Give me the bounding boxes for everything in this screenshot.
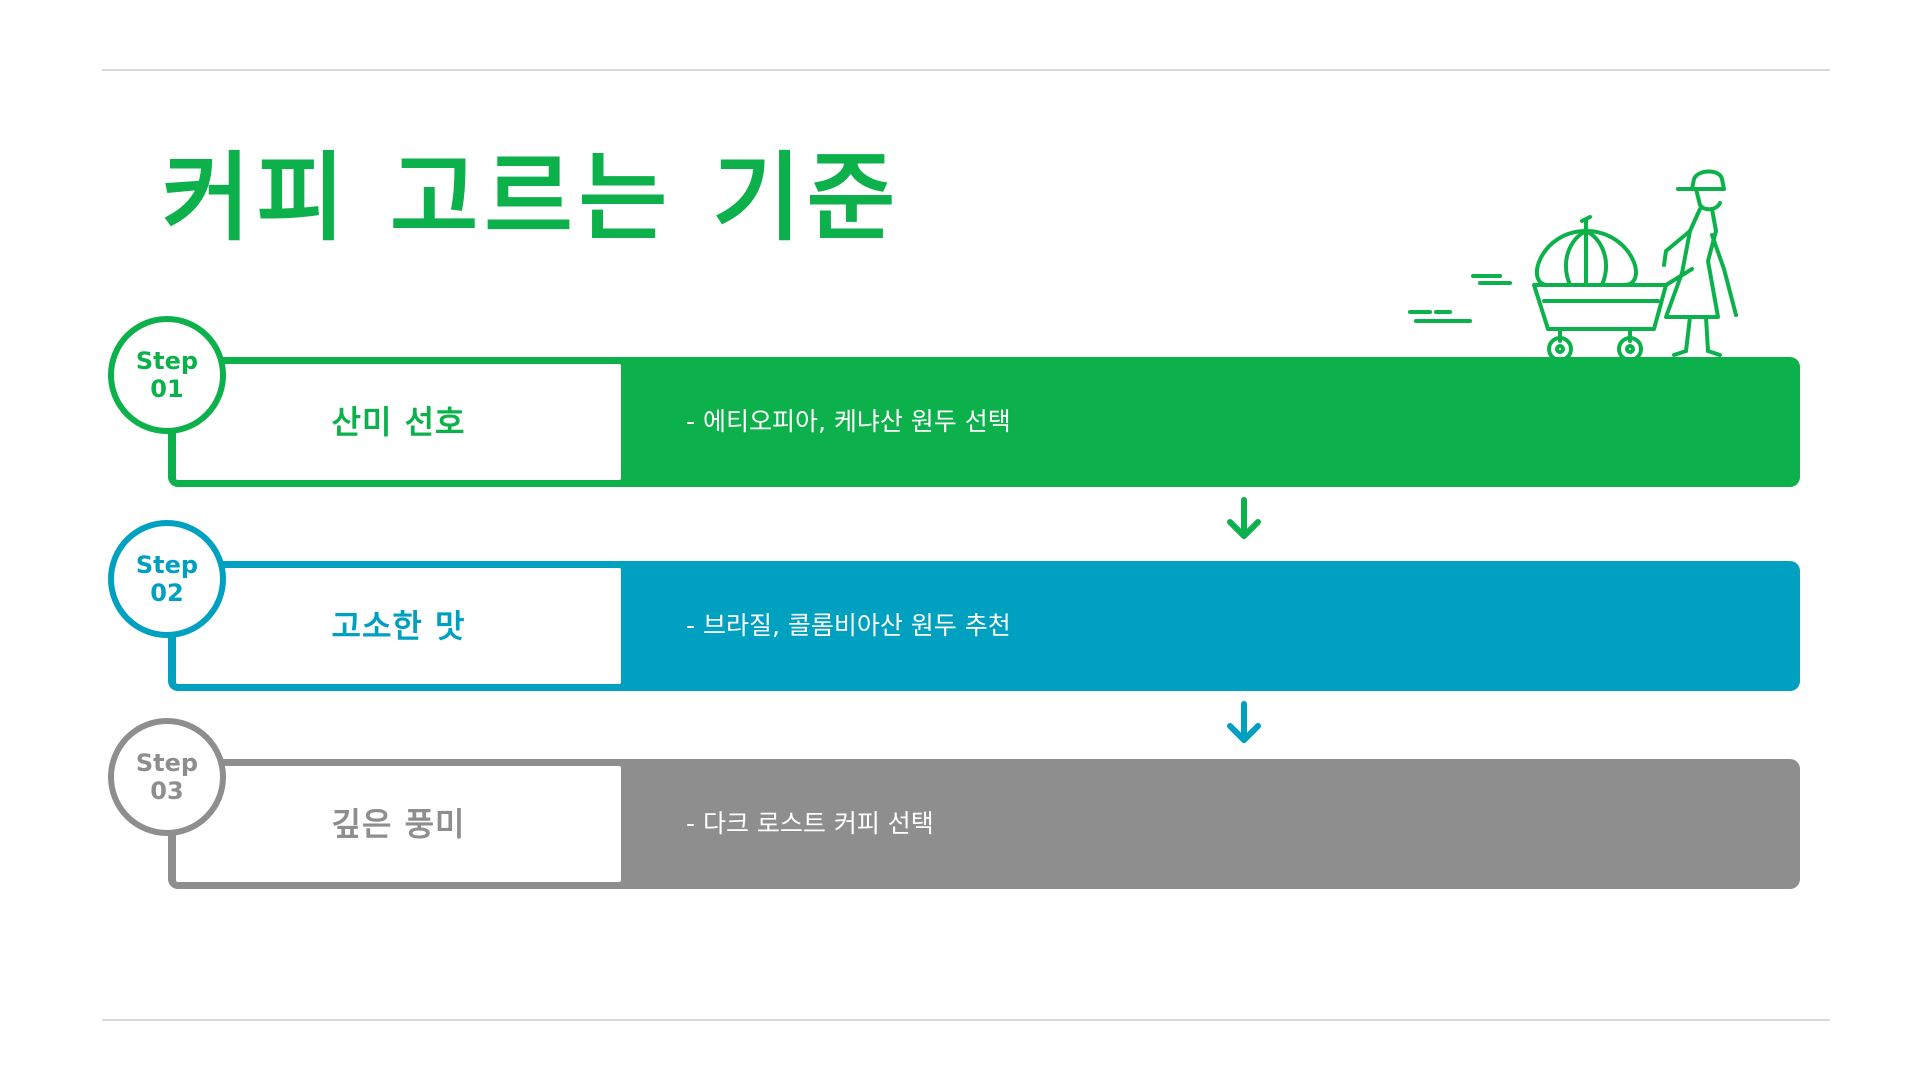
step-label-box (176, 364, 621, 480)
step-description: - 에티오피아, 케냐산 원두 선택 (686, 407, 1011, 436)
step-badge-text: Step 03 (108, 718, 226, 836)
step-badge-text: Step 02 (108, 520, 226, 638)
arrow-down-icon (1227, 701, 1261, 743)
step-number: 02 (150, 579, 184, 607)
step-badge-gap (162, 578, 176, 594)
step-row-1: 산미 선호 - 에티오피아, 케냐산 원두 선택 Step 01 (104, 310, 1800, 487)
step-badge (108, 718, 226, 836)
step-row-2: 고소한 맛 - 브라질, 콜롬비아산 원두 추천 Step 02 (104, 514, 1800, 691)
step-row-3: 깊은 풍미 - 다크 로스트 커피 선택 Step 03 (104, 712, 1800, 889)
bottom-divider (102, 1019, 1830, 1021)
step-label: 산미 선호 (331, 403, 466, 441)
farmer-pushing-pumpkin-cart-icon (1408, 169, 1738, 362)
step-label: 고소한 맛 (331, 607, 466, 645)
step-number: 01 (150, 375, 184, 403)
step-description: - 다크 로스트 커피 선택 (686, 809, 934, 838)
step-word: Step (135, 749, 199, 777)
top-divider (102, 69, 1830, 71)
step-word: Step (135, 347, 199, 375)
step-description: - 브라질, 콜롬비아산 원두 추천 (686, 611, 1011, 640)
step-word: Step (135, 551, 199, 579)
arrow-down-icon (1227, 497, 1261, 539)
page-title: 커피 고르는 기준 (162, 142, 902, 254)
step-label: 깊은 풍미 (331, 805, 466, 843)
step-label-box (176, 568, 621, 684)
step-label-box (176, 766, 621, 882)
step-badge-gap (162, 374, 176, 390)
step-number: 03 (150, 777, 184, 805)
step-badge-gap (162, 776, 176, 792)
step-badge-text: Step 01 (108, 316, 226, 434)
